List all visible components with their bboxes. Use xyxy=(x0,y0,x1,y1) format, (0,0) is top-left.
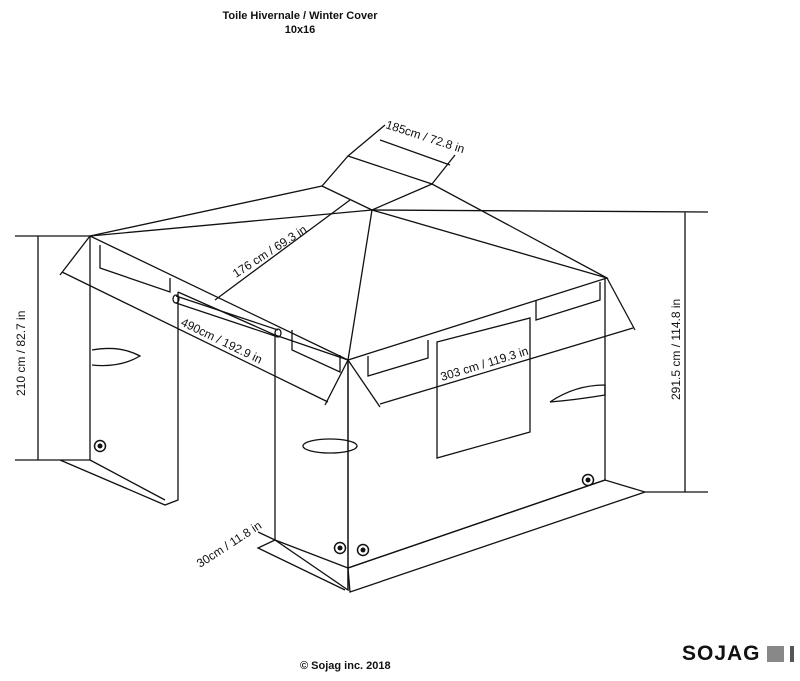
copyright: © Sojag inc. 2018 xyxy=(300,660,391,672)
dim-ridge xyxy=(347,124,456,185)
sojag-logo: SOJAG xyxy=(682,642,794,666)
handle-left xyxy=(91,347,142,367)
right-skirt xyxy=(347,479,648,593)
roof-hip-left xyxy=(89,209,373,237)
right-wall xyxy=(347,278,606,590)
dim-skirt xyxy=(257,531,276,541)
roof-hip-front xyxy=(347,209,373,361)
dim-total-height xyxy=(371,209,709,493)
dim-hip xyxy=(214,199,351,301)
pole xyxy=(175,295,279,338)
dim-wall-height-label: 210 cm / 82.7 in xyxy=(14,311,28,396)
handle-right xyxy=(549,384,606,403)
dim-width xyxy=(347,277,636,408)
dim-total-height-label: 291.5 cm / 114.8 in xyxy=(669,299,683,400)
dim-length-label: 490cm / 192.9 in xyxy=(179,315,265,366)
diagram-subtitle: 10x16 xyxy=(284,24,316,36)
dim-width-label: 303 cm / 119.3 in xyxy=(439,344,530,384)
dim-ridge-label: 185cm / 72.8 in xyxy=(384,118,466,157)
dim-skirt-label: 30cm / 11.8 in xyxy=(194,518,264,570)
dim-hip-label: 176 cm / 69.3 in xyxy=(230,222,309,280)
left-wall xyxy=(59,236,179,506)
dim-length xyxy=(59,235,349,406)
logo-text: SOJAG xyxy=(682,642,761,665)
dim-wall-height xyxy=(15,235,90,461)
logo-square-icon xyxy=(766,646,784,662)
roof-hip-right xyxy=(371,209,608,279)
front-left-wall xyxy=(256,334,349,592)
roof-ridge xyxy=(321,183,433,211)
vent-left-1 xyxy=(99,245,171,293)
vent-right-2 xyxy=(535,282,601,321)
diagram-title: Toile Hivernale / Winter Cover xyxy=(222,10,378,22)
vent-right-1 xyxy=(367,340,429,377)
window xyxy=(436,317,531,459)
vent-left-2 xyxy=(291,330,341,374)
logo-bar-icon xyxy=(789,646,794,662)
handle-front xyxy=(302,438,358,454)
